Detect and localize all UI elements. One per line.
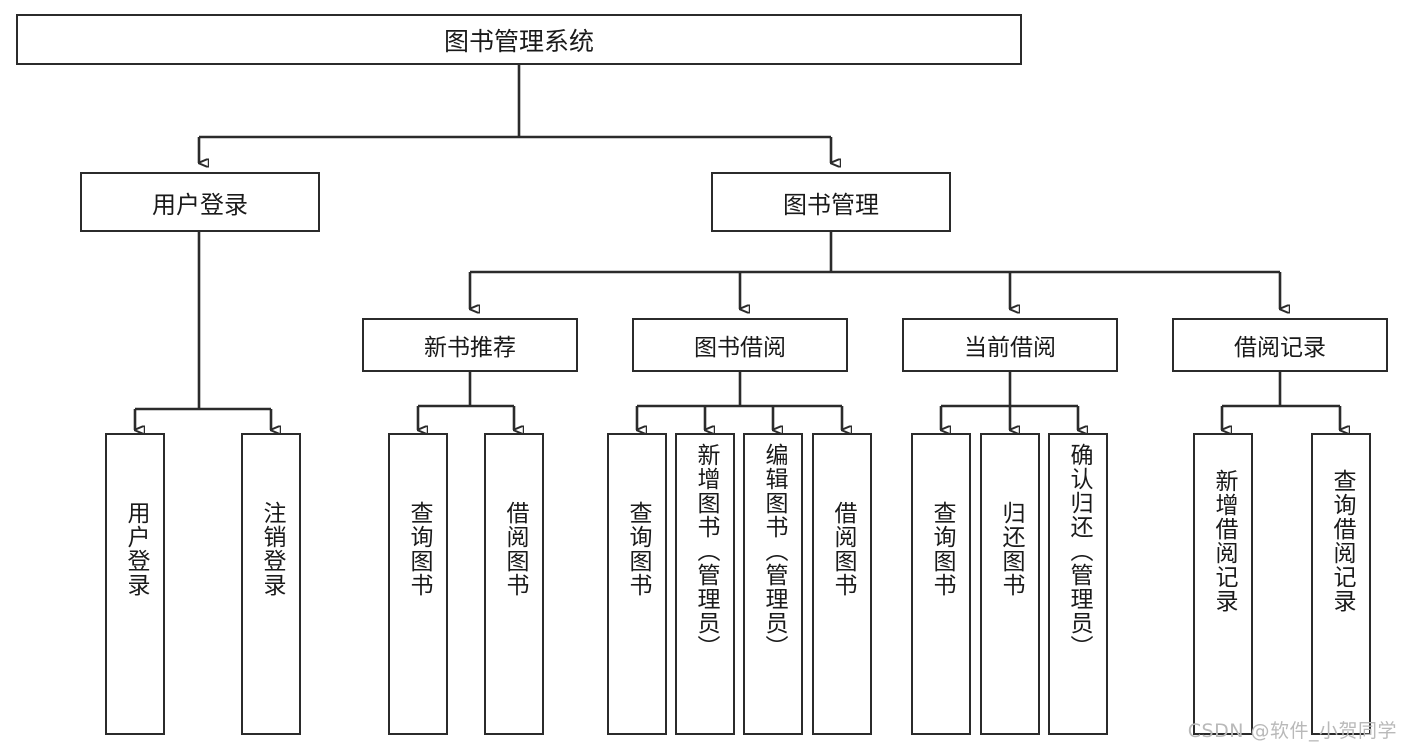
leaf-borrow-books-recommend[interactable]: 借阅图书	[484, 433, 544, 735]
leaf-borrow-books-borrow-label: 借阅图书	[829, 501, 856, 597]
node-borrow-record-label: 借阅记录	[1234, 335, 1326, 361]
leaf-return-books-label: 归还图书	[997, 501, 1024, 597]
leaf-add-book-admin-label: 新增图书（管理员）	[692, 443, 719, 659]
node-new-book-recommend[interactable]: 新书推荐	[362, 318, 578, 372]
leaf-user-login-label: 用户登录	[122, 501, 149, 597]
leaf-add-borrow-record-label: 新增借阅记录	[1210, 469, 1237, 613]
node-user-login-label: 用户登录	[152, 190, 248, 219]
leaf-confirm-return-admin[interactable]: 确认归还（管理员）	[1048, 433, 1108, 735]
leaf-query-borrow-record[interactable]: 查询借阅记录	[1311, 433, 1371, 735]
leaf-query-books-borrow[interactable]: 查询图书	[607, 433, 667, 735]
node-root[interactable]: 图书管理系统	[16, 14, 1022, 65]
leaf-add-book-admin[interactable]: 新增图书（管理员）	[675, 433, 735, 735]
node-borrow-record[interactable]: 借阅记录	[1172, 318, 1388, 372]
node-book-management[interactable]: 图书管理	[711, 172, 951, 232]
leaf-return-books[interactable]: 归还图书	[980, 433, 1040, 735]
node-new-book-recommend-label: 新书推荐	[424, 335, 516, 361]
node-book-management-label: 图书管理	[783, 190, 879, 219]
leaf-borrow-books-borrow[interactable]: 借阅图书	[812, 433, 872, 735]
node-current-borrow-label: 当前借阅	[964, 335, 1056, 361]
leaf-add-borrow-record[interactable]: 新增借阅记录	[1193, 433, 1253, 735]
leaf-logout-label: 注销登录	[258, 501, 285, 597]
leaf-logout[interactable]: 注销登录	[241, 433, 301, 735]
leaf-query-books-recommend[interactable]: 查询图书	[388, 433, 448, 735]
node-root-label: 图书管理系统	[443, 26, 594, 56]
leaf-confirm-return-admin-label: 确认归还（管理员）	[1065, 443, 1092, 659]
leaf-query-borrow-record-label: 查询借阅记录	[1328, 469, 1355, 613]
leaf-query-books-current-label: 查询图书	[928, 501, 955, 597]
leaf-edit-book-admin-label: 编辑图书（管理员）	[760, 443, 787, 659]
leaf-query-books-current[interactable]: 查询图书	[911, 433, 971, 735]
node-book-borrow[interactable]: 图书借阅	[632, 318, 848, 372]
leaf-user-login[interactable]: 用户登录	[105, 433, 165, 735]
leaf-query-books-recommend-label: 查询图书	[405, 501, 432, 597]
node-user-login[interactable]: 用户登录	[80, 172, 320, 232]
leaf-query-books-borrow-label: 查询图书	[624, 501, 651, 597]
leaf-edit-book-admin[interactable]: 编辑图书（管理员）	[743, 433, 803, 735]
node-current-borrow[interactable]: 当前借阅	[902, 318, 1118, 372]
node-book-borrow-label: 图书借阅	[694, 335, 786, 361]
leaf-borrow-books-recommend-label: 借阅图书	[501, 501, 528, 597]
csdn-watermark: CSDN @软件_小贺同学	[1187, 720, 1397, 742]
